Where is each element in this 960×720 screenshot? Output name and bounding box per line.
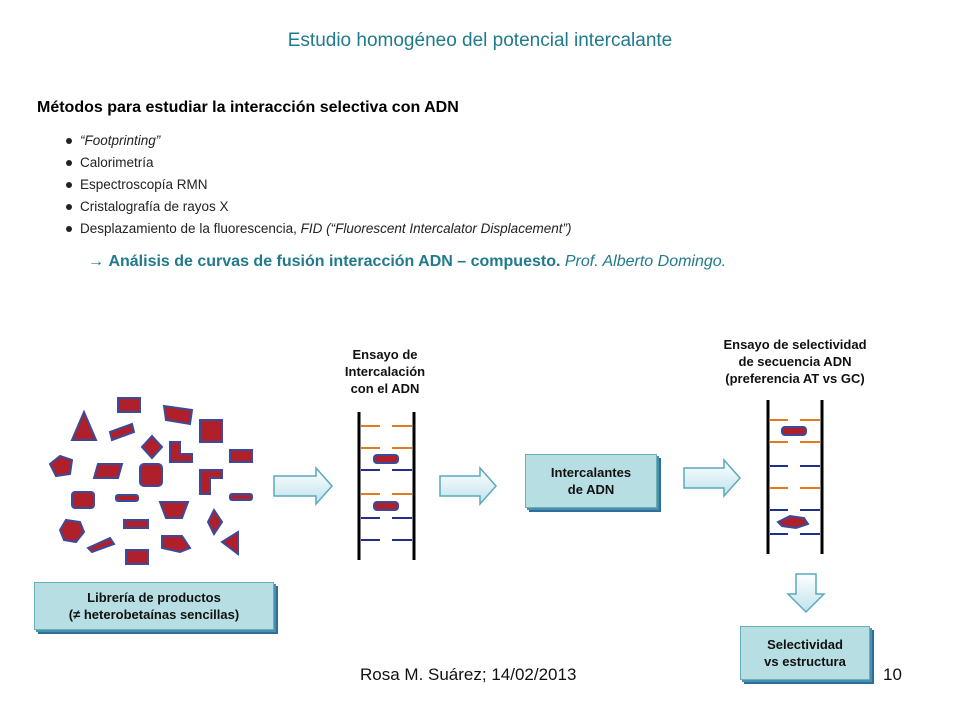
molecule-shape [161,535,192,554]
right-arrow-icon: → [88,253,109,270]
dna-ladder-1 [357,412,416,560]
methods-list: “Footprinting” Calorimetría Espectroscop… [66,130,571,240]
selectivity-structure-box: Selectividad vs estructura [740,626,870,680]
molecule-shape [199,419,223,443]
intercalator-molecule [776,514,810,530]
right-arrow-icon [683,458,742,498]
molecule-shape [162,404,194,426]
molecule-shape [229,493,253,501]
molecule-shape [115,494,139,502]
molecule-library [48,397,253,565]
molecule-shape [125,549,149,565]
right-arrow-icon [439,466,498,506]
down-arrow-icon [786,573,826,614]
intercalation-assay-label: Ensayo de Intercalación con el ADN [344,347,426,396]
result-statement: → Análisis de curvas de fusión interacci… [88,253,727,270]
molecule-shape [123,519,149,529]
molecule-shape [220,530,239,556]
list-item: Espectroscopía RMN [66,174,571,196]
molecule-shape [139,463,163,487]
molecule-shape [70,409,98,441]
molecule-shape [117,397,141,413]
molecule-shape [158,501,190,519]
footer-author-date: Rosa M. Suárez; 14/02/2013 [360,665,577,684]
molecule-shape [229,449,253,463]
intercalator-molecule [373,454,399,464]
list-item: “Footprinting” [66,130,571,152]
molecule-shape [92,463,124,479]
section-heading: Métodos para estudiar la interacción sel… [37,99,459,116]
selectivity-assay-label: Ensayo de selectividad de secuencia ADN … [723,337,867,386]
molecule-shape [48,454,74,478]
molecule-shape [86,536,116,554]
intercalator-molecule [781,426,807,436]
flow-arrows [273,458,826,614]
molecule-shape [206,508,224,536]
intercalator-molecule [373,501,399,511]
intercalators-box: Intercalantes de ADN [525,454,657,508]
list-item: Cristalografía de rayos X [66,196,571,218]
molecule-shape [71,491,95,509]
page-number: 10 [883,665,902,684]
list-item: Desplazamiento de la fluorescencia, FID … [66,218,571,240]
molecule-shape [58,518,86,544]
list-item: Calorimetría [66,152,571,174]
dna-ladder-2 [766,400,824,554]
molecule-shape [199,469,223,495]
molecule-shape [140,434,164,460]
molecule-shape [169,441,193,463]
product-library-box: Librería de productos (≠ heterobetaínas … [34,582,274,630]
molecule-shape [108,422,136,442]
slide-title: Estudio homogéneo del potencial intercal… [287,30,673,51]
right-arrow-icon [273,466,334,506]
